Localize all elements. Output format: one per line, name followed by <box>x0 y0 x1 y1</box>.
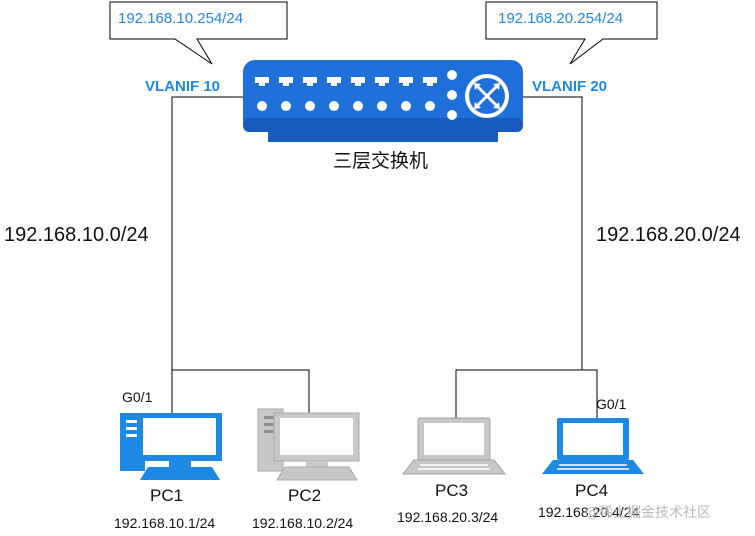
switch-base <box>268 130 498 142</box>
network-right-label: 192.168.20.0/24 <box>596 224 741 246</box>
vlan10-link <box>171 96 310 415</box>
switch-port-icon <box>423 77 437 86</box>
switch-port-led <box>377 101 387 111</box>
callout-left <box>109 1 288 65</box>
vlan20-link <box>455 96 583 418</box>
pc4-name: PC4 <box>575 481 609 500</box>
watermark: @稀土掘金技术社区 <box>585 505 711 521</box>
connection-lines <box>171 96 598 418</box>
router-arrows-icon <box>465 74 509 118</box>
callout-right-text: 192.168.20.254/24 <box>498 10 624 27</box>
switch-port-icon <box>279 77 293 86</box>
layer3-switch <box>243 60 523 142</box>
pc4-port-label: G0/1 <box>596 396 627 412</box>
pc2-name: PC2 <box>288 486 322 505</box>
pc3-laptop-icon <box>401 417 507 475</box>
pc2-ip: 192.168.10.2/24 <box>252 515 354 531</box>
pc1-port-label: G0/1 <box>122 389 153 405</box>
pc1-ip: 192.168.10.1/24 <box>114 515 216 531</box>
pc2-desktop-icon <box>257 408 360 481</box>
vlanif-10-label: VLANIF 10 <box>145 78 221 95</box>
pc4-ip: 192.168.20.4/24 <box>538 504 640 520</box>
pc3-ip: 192.168.20.3/24 <box>397 509 499 525</box>
switch-port-led <box>353 101 363 111</box>
pc3-name: PC3 <box>435 481 469 500</box>
switch-port-icon <box>303 77 317 86</box>
switch-port-led <box>281 101 291 111</box>
switch-port-icon <box>375 77 389 86</box>
network-left-label: 192.168.10.0/24 <box>4 224 149 246</box>
status-leds <box>447 70 457 120</box>
pc1-name: PC1 <box>150 486 184 505</box>
callout-left-text: 192.168.10.254/24 <box>118 10 244 27</box>
switch-port-led <box>401 101 411 111</box>
switch-port-icon <box>399 77 413 86</box>
pc4-link <box>582 369 598 418</box>
switch-port-led <box>425 101 435 111</box>
pc4-laptop-icon <box>542 418 644 474</box>
switch-port-icon <box>351 77 365 86</box>
switch-port-icon <box>327 77 341 86</box>
switch-port-led <box>305 101 315 111</box>
switch-name-label: 三层交换机 <box>333 150 429 172</box>
pc1-desktop-icon <box>120 413 222 480</box>
switch-port-led <box>329 101 339 111</box>
switch-port-icon <box>255 77 269 86</box>
switch-port-led <box>257 101 267 111</box>
vlanif-20-label: VLANIF 20 <box>532 78 608 95</box>
switch-ports <box>255 77 437 111</box>
callout-right <box>485 1 658 65</box>
